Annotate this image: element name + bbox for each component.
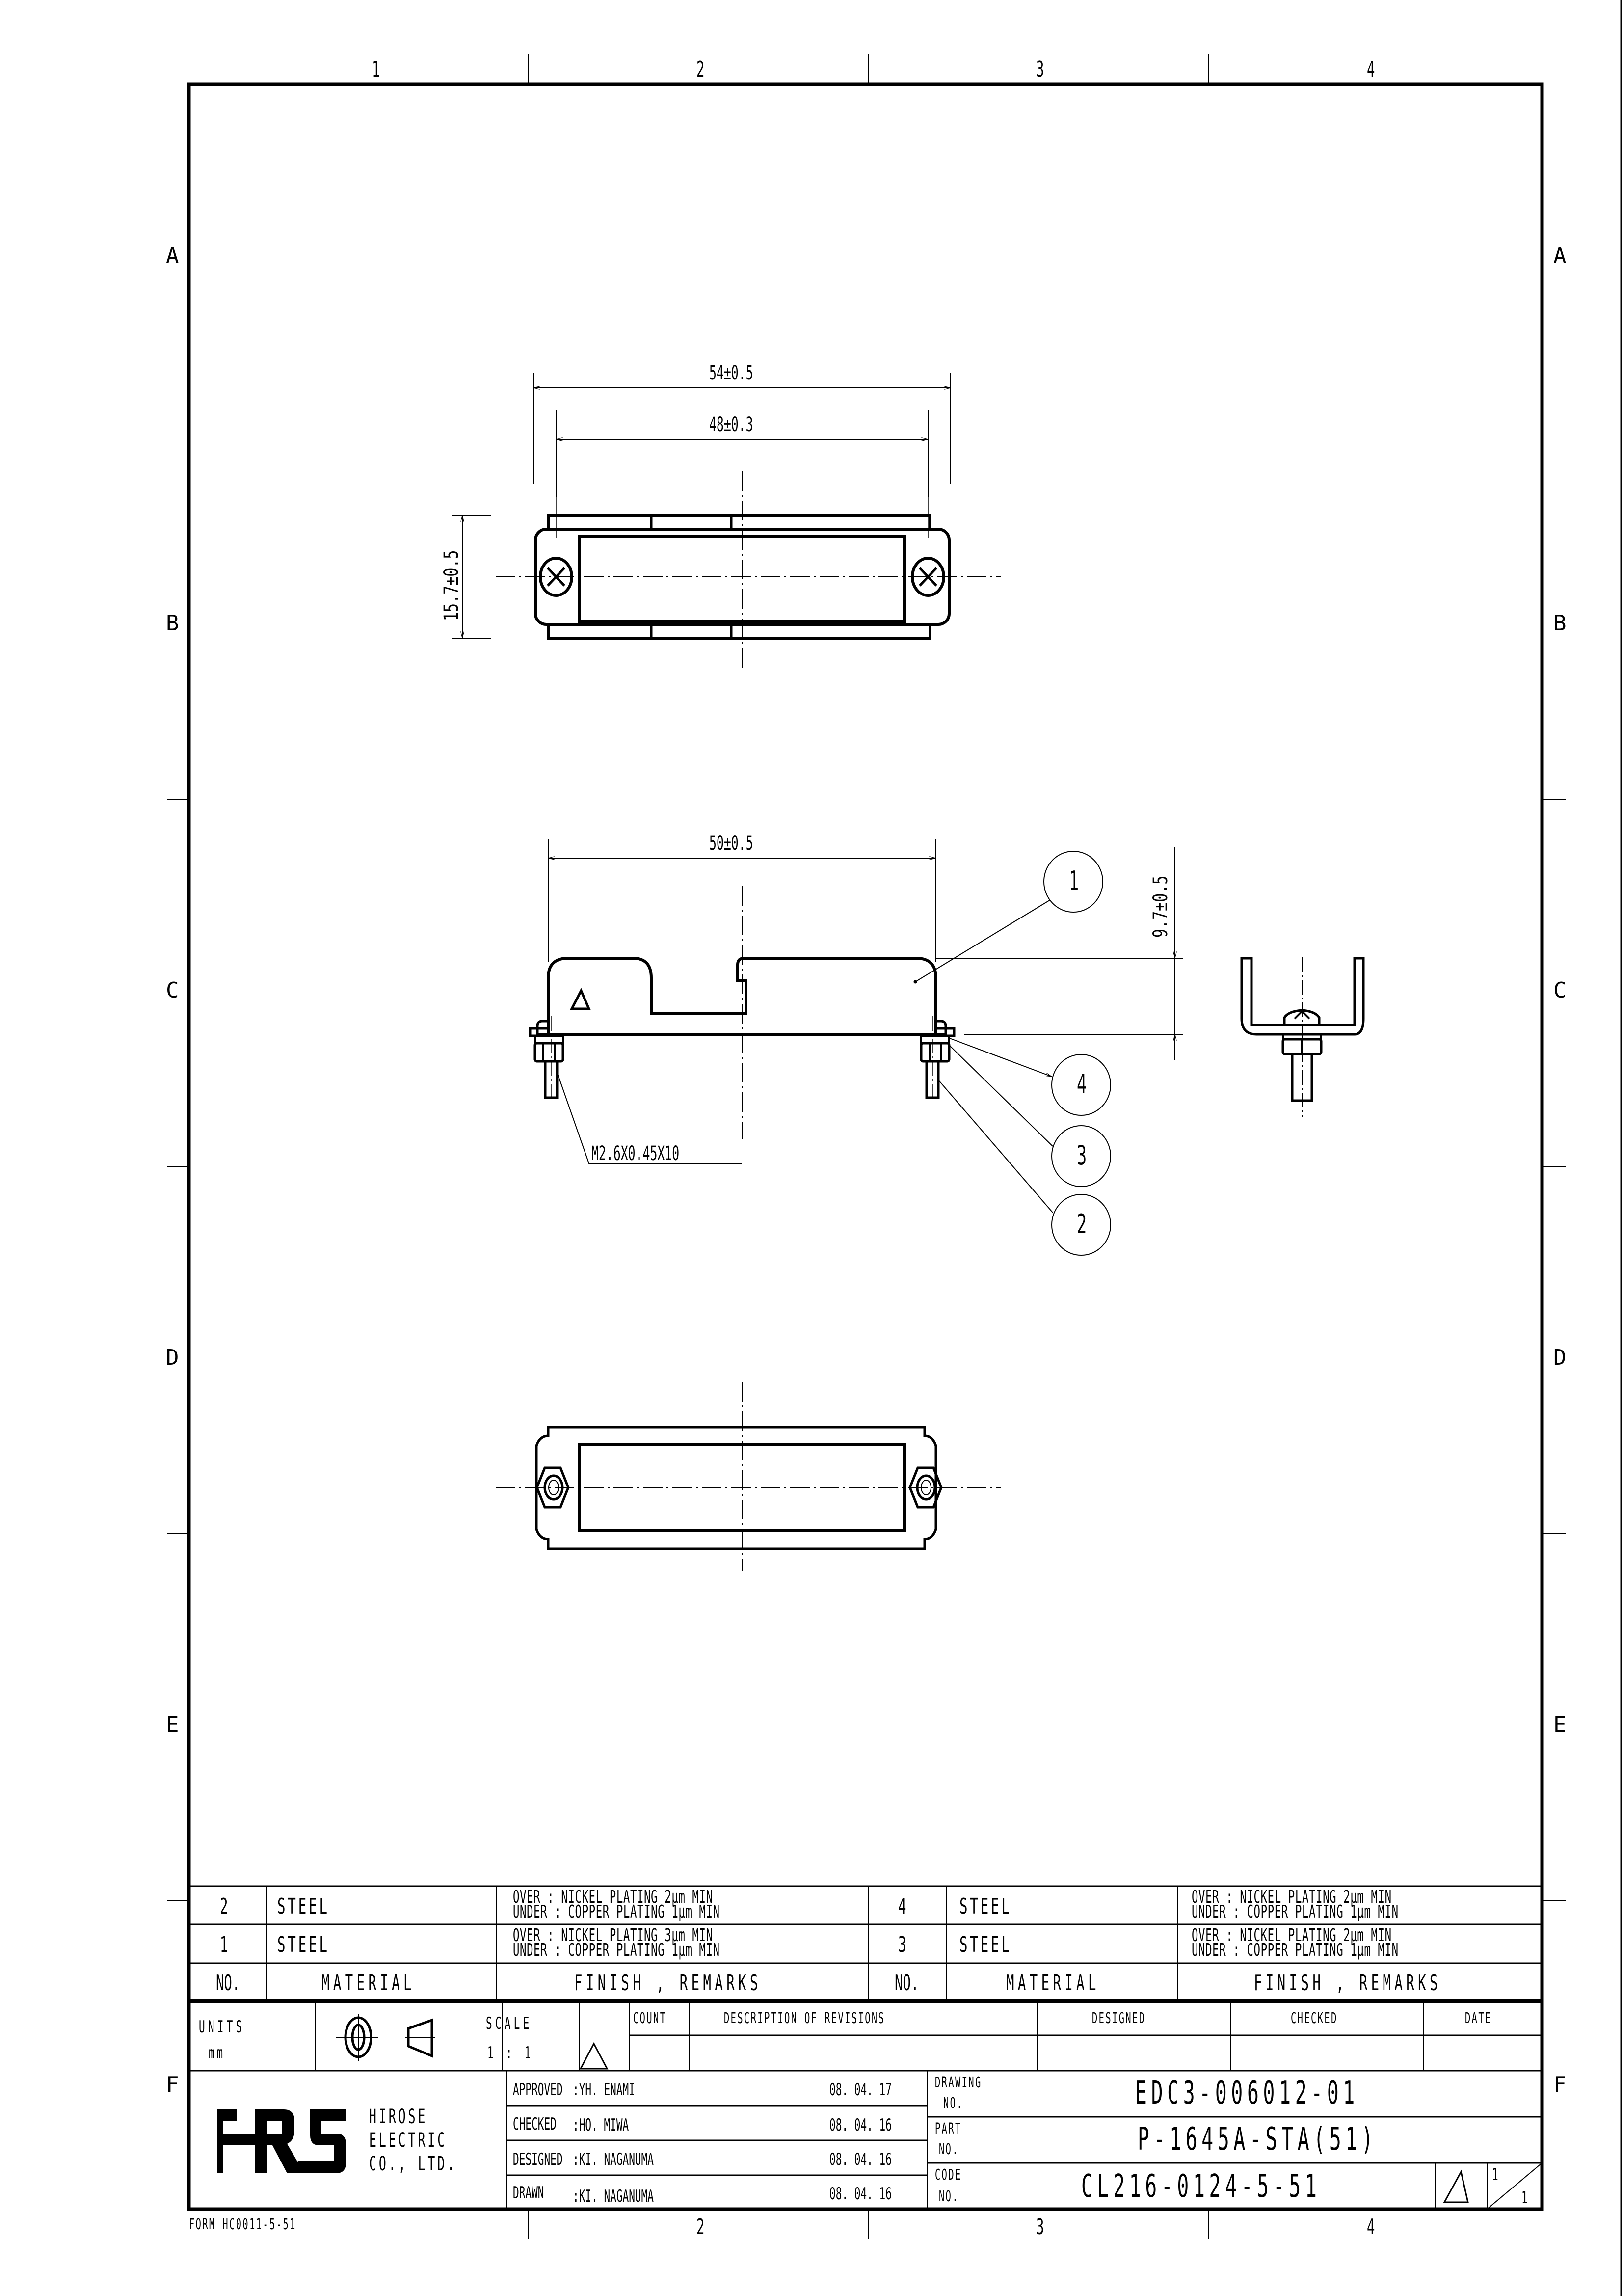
grid-row-e-right: E: [1553, 1712, 1567, 1737]
sig-designed-date: 08. 04. 16: [829, 2150, 892, 2169]
grid-col-1: 1: [372, 57, 380, 82]
company-line-1: HIROSE: [369, 2106, 428, 2128]
grid-col-2: 2: [696, 57, 705, 82]
part-1-no: 1: [220, 1932, 228, 1957]
front-view: [529, 839, 1183, 1256]
part-2-finish-over: OVER : NICKEL PLATING 2μm MIN: [513, 1887, 713, 1907]
part-1-finish-under: UNDER : COPPER PLATING 1μm MIN: [513, 1940, 720, 1960]
balloon-1: 1: [1069, 865, 1079, 896]
grid-col-3: 3: [1036, 57, 1044, 82]
sig-approved-date: 08. 04. 17: [829, 2080, 892, 2100]
grid-row-d-left: D: [166, 1345, 179, 1370]
title-block-lines: [189, 2001, 1543, 2210]
grid-col-3-bottom: 3: [1036, 2215, 1044, 2240]
header-no-left: NO.: [216, 1971, 240, 1996]
part-no-label-1: PART: [935, 2120, 962, 2137]
sheet-total: 1: [1521, 2188, 1528, 2208]
grid-row-d-right: D: [1553, 1345, 1567, 1370]
scale-label: SCALE: [486, 2014, 532, 2033]
grid-col-2-bottom: 2: [696, 2215, 705, 2240]
rev-checked-header: CHECKED: [1291, 2010, 1338, 2027]
bottom-view: [496, 1382, 1001, 1571]
header-no-right: NO.: [895, 1971, 919, 1996]
sig-approved-role: APPROVED: [513, 2080, 563, 2100]
dim-front-height: 9.7±0.5: [1149, 875, 1172, 938]
balloon-4: 4: [1077, 1069, 1087, 1100]
grid-col-4-bottom: 4: [1367, 2215, 1375, 2240]
grid-col-4: 4: [1367, 57, 1375, 82]
sig-checked-role: CHECKED: [513, 2114, 557, 2134]
header-material-right: MATERIAL: [1006, 1971, 1100, 1996]
header-finish-left: FINISH , REMARKS: [574, 1971, 762, 1996]
rev-count-header: COUNT: [633, 2010, 667, 2027]
sig-designed-role: DESIGNED: [513, 2150, 563, 2169]
sig-drawn-role: DRAWN: [513, 2183, 544, 2203]
part-2-finish-under: UNDER : COPPER PLATING 1μm MIN: [513, 1902, 720, 1922]
sig-drawn-date: 08. 04. 16: [829, 2184, 892, 2204]
rev-date-header: DATE: [1465, 2010, 1492, 2027]
part-3-material: STEEL: [959, 1932, 1012, 1957]
part-2-material: STEEL: [277, 1894, 330, 1919]
rev-designed-header: DESIGNED: [1092, 2010, 1146, 2027]
part-1-finish-over: OVER : NICKEL PLATING 3μm MIN: [513, 1925, 713, 1945]
grid-row-c-right: C: [1553, 978, 1567, 1003]
drawing-no-label-2: NO.: [943, 2095, 964, 2112]
company-line-2: ELECTRIC: [369, 2129, 448, 2152]
part-no-label-2: NO.: [939, 2141, 959, 2158]
balloon-2: 2: [1077, 1209, 1087, 1240]
third-angle-projection-icon: [336, 2014, 435, 2061]
sig-drawn-name: :KI. NAGANUMA: [573, 2187, 654, 2206]
company-line-3: CO., LTD.: [369, 2153, 457, 2175]
code-number: CL216-0124-5-51: [1081, 2168, 1321, 2205]
units-value: mm: [209, 2043, 225, 2063]
hrs-logo: [217, 2109, 346, 2173]
dim-screw-pitch: 48±0.3: [709, 413, 753, 436]
drawing-number: EDC3-006012-01: [1135, 2075, 1359, 2111]
form-number: FORM HC0011-5-51: [189, 2216, 296, 2233]
part-4-material: STEEL: [959, 1894, 1012, 1919]
grid-row-b-right: B: [1553, 611, 1567, 636]
part-4-finish-over: OVER : NICKEL PLATING 2μm MIN: [1192, 1887, 1392, 1907]
code-no-label-1: CODE: [935, 2166, 962, 2184]
grid-row-b-left: B: [166, 611, 179, 636]
part-4-finish-under: UNDER : COPPER PLATING 1μm MIN: [1192, 1902, 1399, 1922]
sig-designed-name: :KI. NAGANUMA: [573, 2150, 654, 2169]
grid-row-a-left: A: [166, 243, 179, 269]
code-no-label-2: NO.: [939, 2188, 959, 2205]
grid-row-c-left: C: [166, 978, 179, 1003]
rev-description-header: DESCRIPTION OF REVISIONS: [724, 2010, 885, 2027]
drawing-no-label-1: DRAWING: [935, 2074, 982, 2091]
code-revision-triangle-icon: [1443, 2169, 1469, 2203]
sig-checked-date: 08. 04. 16: [829, 2115, 892, 2135]
part-4-no: 4: [898, 1894, 906, 1919]
dim-overall-width: 54±0.5: [709, 362, 753, 384]
grid-row-e-left: E: [166, 1712, 179, 1737]
dim-top-height: 15.7±0.5: [440, 550, 463, 621]
sig-approved-name: :YH. ENAMI: [573, 2080, 635, 2100]
part-number: P-1645A-STA(51): [1138, 2121, 1378, 2158]
part-3-finish-over: OVER : NICKEL PLATING 2μm MIN: [1192, 1925, 1392, 1945]
parts-table-lines: [189, 1885, 1542, 2003]
part-3-no: 3: [898, 1932, 906, 1957]
units-label: UNITS: [199, 2017, 245, 2037]
header-finish-right: FINISH , REMARKS: [1254, 1971, 1441, 1996]
grid-row-f-left: F: [166, 2072, 179, 2097]
scale-value: 1 : 1: [487, 2043, 534, 2063]
thread-callout: M2.6X0.45X10: [591, 1142, 680, 1165]
sig-checked-name: :HO. MIWA: [573, 2115, 629, 2135]
grid-row-f-right: F: [1553, 2072, 1567, 2097]
part-1-material: STEEL: [277, 1932, 330, 1957]
drawing-frame: [167, 0, 1622, 2296]
revision-triangle-icon: [579, 2042, 609, 2070]
part-3-finish-under: UNDER : COPPER PLATING 1μm MIN: [1192, 1940, 1399, 1960]
dim-front-width: 50±0.5: [709, 832, 753, 855]
sheet-number: 1: [1492, 2165, 1498, 2185]
side-view: [1240, 957, 1365, 1117]
grid-row-a-right: A: [1553, 243, 1567, 269]
top-view: [452, 373, 1001, 670]
part-2-no: 2: [220, 1894, 228, 1919]
balloon-3: 3: [1077, 1140, 1087, 1171]
header-material-left: MATERIAL: [321, 1971, 415, 1996]
